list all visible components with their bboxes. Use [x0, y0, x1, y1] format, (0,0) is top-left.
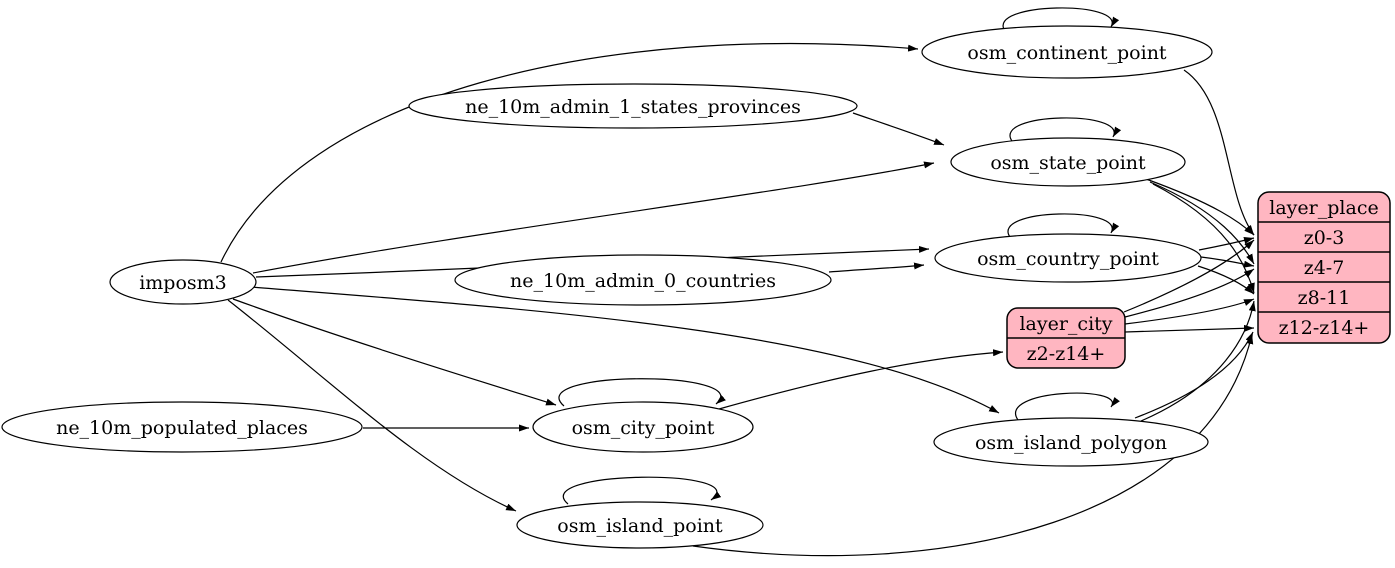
- edge-island-point-z12-z14: [692, 333, 1254, 557]
- node-osm-continent-point: osm_continent_point: [921, 25, 1213, 79]
- node-osm-country-point: osm_country_point: [934, 233, 1202, 283]
- node-osm-city-point: osm_city_point: [532, 401, 754, 453]
- edge-imposm3-island-point: [227, 299, 517, 512]
- node-osm-island-polygon: osm_island_polygon: [933, 417, 1209, 467]
- edge-state-z0-3: [1145, 178, 1255, 236]
- edges: [220, 7, 1256, 557]
- record-layer-place: layer_place z0-3 z4-7 z8-11 z12-z14+: [1257, 191, 1391, 344]
- layer-place-row-z8-11: z8-11: [1298, 287, 1351, 309]
- osm-island-polygon-ellipse: [933, 417, 1209, 467]
- edge-island-polygon-z8-11: [1140, 300, 1256, 422]
- osm-continent-point-ellipse: [921, 25, 1213, 79]
- edge-country-z4-7: [1200, 256, 1255, 268]
- edge-island-polygon-z12-z14: [1134, 331, 1254, 419]
- node-osm-island-point: osm_island_point: [516, 501, 764, 549]
- edge-layer-city-z12-z14: [1124, 324, 1255, 333]
- edge-country-z0-3: [1198, 237, 1255, 251]
- edge-city-layer-city: [718, 349, 1004, 410]
- osm-island-point-ellipse: [516, 501, 764, 549]
- layer-place-box: [1257, 191, 1391, 344]
- node-ne-10m-admin-1-states-provinces: ne_10m_admin_1_states_provinces: [408, 83, 858, 129]
- edge-state-self-loop: [1009, 117, 1122, 142]
- edge-state-z4-7: [1149, 181, 1255, 265]
- edge-ne0-country: [828, 262, 925, 273]
- node-ne-10m-populated-places: ne_10m_populated_places: [1, 401, 363, 453]
- edge-island-polygon-self-loop: [1014, 392, 1120, 421]
- edge-country-self-loop: [1007, 213, 1120, 238]
- layer-city-title: layer_city: [1019, 313, 1112, 335]
- ne-10m-populated-places-label: ne_10m_populated_places: [56, 417, 308, 439]
- osm-country-point-ellipse: [934, 233, 1202, 283]
- osm-island-point-label: osm_island_point: [557, 515, 723, 537]
- ne-10m-admin-1-label: ne_10m_admin_1_states_provinces: [465, 96, 801, 118]
- edge-imposm3-city: [232, 298, 557, 406]
- edge-layer-city-z4-7: [1124, 268, 1255, 318]
- edge-ne1-state: [852, 112, 945, 146]
- edge-continent-z0-3: [1183, 69, 1255, 236]
- osm-city-point-label: osm_city_point: [572, 417, 715, 439]
- edge-state-z8-11: [1152, 183, 1255, 294]
- edge-continent-self-loop: [1002, 7, 1120, 32]
- layer-place-row-z0-3: z0-3: [1304, 227, 1345, 249]
- node-osm-state-point: osm_state_point: [950, 137, 1186, 187]
- node-imposm3: imposm3: [109, 259, 257, 305]
- edge-layer-city-z0-3: [1123, 239, 1255, 313]
- osm-city-point-ellipse: [532, 401, 754, 453]
- nodes: imposm3 ne_10m_admin_1_states_provinces …: [1, 25, 1213, 549]
- node-ne-10m-admin-0-countries: ne_10m_admin_0_countries: [454, 254, 832, 306]
- ne-10m-admin-0-ellipse: [454, 254, 832, 306]
- ne-10m-populated-places-ellipse: [1, 401, 363, 453]
- osm-island-polygon-label: osm_island_polygon: [975, 432, 1167, 454]
- edge-country-z8-11: [1197, 265, 1255, 295]
- layer-place-row-z12-z14: z12-z14+: [1279, 317, 1370, 339]
- imposm3-label: imposm3: [139, 272, 227, 294]
- ne-10m-admin-1-ellipse: [408, 83, 858, 129]
- layer-place-row-z4-7: z4-7: [1304, 257, 1345, 279]
- ne-10m-admin-0-label: ne_10m_admin_0_countries: [510, 270, 776, 292]
- edge-island-point-self-loop: [563, 476, 722, 505]
- layer-place-title: layer_place: [1269, 197, 1378, 219]
- layer-city-row-z2-z14: z2-z14+: [1027, 343, 1106, 365]
- edge-layer-city-z8-11: [1124, 298, 1255, 325]
- record-layer-city: layer_city z2-z14+: [1006, 307, 1126, 369]
- edge-imposm3-island-polygon: [250, 286, 1000, 414]
- imposm3-ellipse: [109, 259, 257, 305]
- edge-imposm3-continent: [220, 42, 919, 263]
- osm-state-point-label: osm_state_point: [990, 152, 1146, 174]
- edge-imposm3-state: [252, 161, 935, 274]
- edge-city-self-loop: [558, 378, 726, 407]
- osm-continent-point-label: osm_continent_point: [967, 42, 1167, 64]
- osm-country-point-label: osm_country_point: [977, 248, 1159, 270]
- osm-state-point-ellipse: [950, 137, 1186, 187]
